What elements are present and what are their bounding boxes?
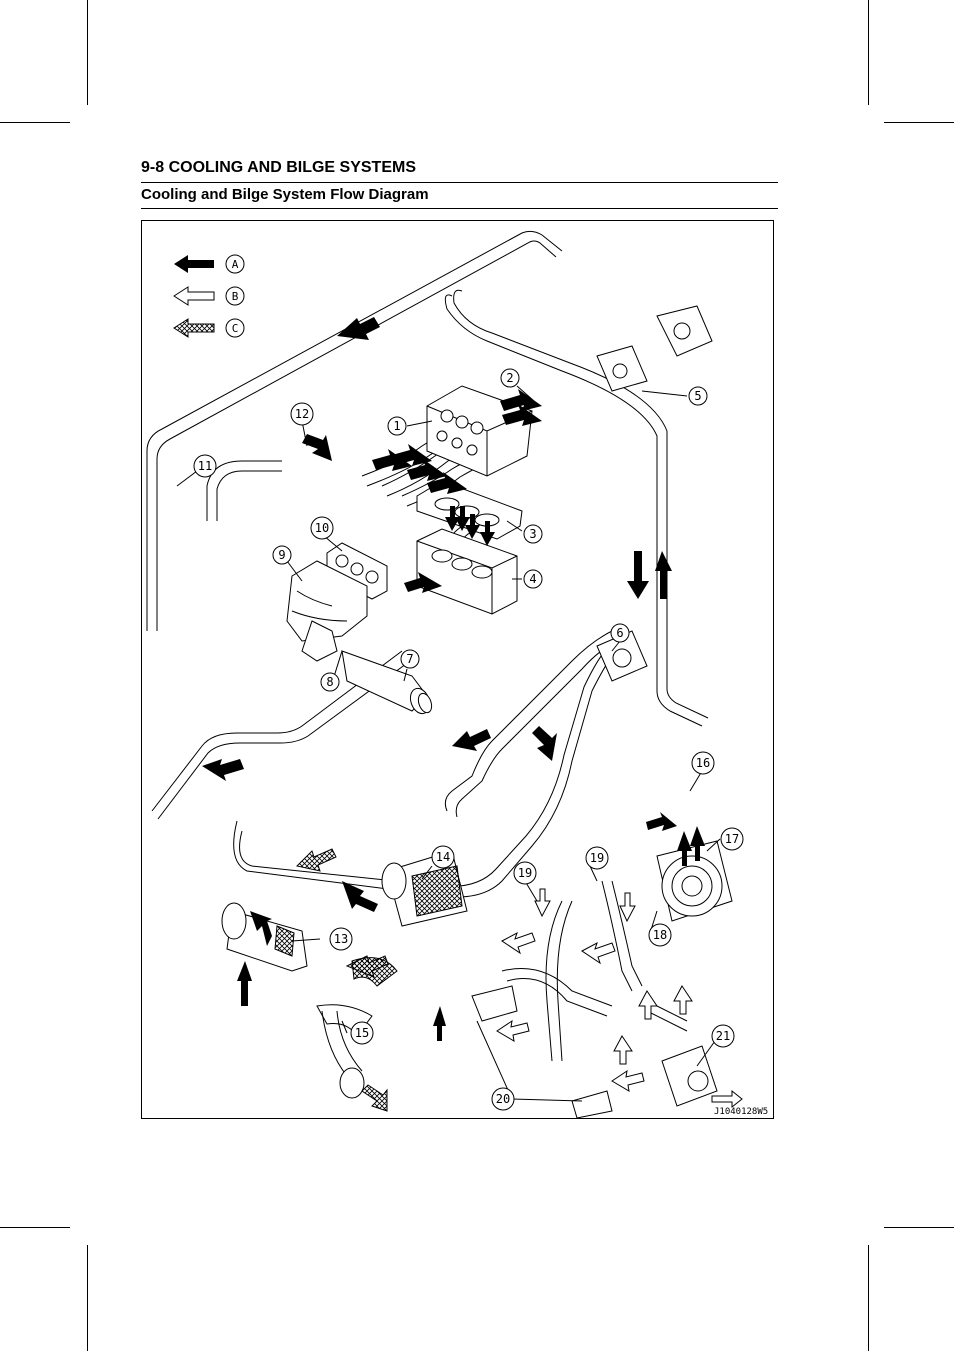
svg-text:18: 18 xyxy=(653,928,667,942)
water-box xyxy=(221,902,308,972)
callout: 1 xyxy=(387,416,407,436)
crop-mark xyxy=(884,122,954,123)
legend-label: C xyxy=(232,322,239,335)
callout: 4 xyxy=(523,569,543,589)
callout: 13 xyxy=(329,927,353,951)
svg-text:6: 6 xyxy=(616,626,623,640)
svg-text:15: 15 xyxy=(355,1026,369,1040)
callout: 15 xyxy=(350,1021,374,1045)
flow-arrows-crosshatch xyxy=(295,848,389,1112)
exhaust-manifold xyxy=(286,542,388,642)
svg-text:13: 13 xyxy=(334,932,348,946)
exhaust-pipe xyxy=(301,620,433,715)
pump-cover xyxy=(596,305,713,682)
svg-text:19: 19 xyxy=(590,851,604,865)
callout: 17 xyxy=(720,827,744,851)
callout: 3 xyxy=(523,524,543,544)
bilge-hoses xyxy=(501,880,688,1062)
legend: A B C xyxy=(173,254,245,338)
svg-text:17: 17 xyxy=(725,832,739,846)
svg-text:16: 16 xyxy=(696,756,710,770)
legend-arrow-hollow: B xyxy=(173,286,245,306)
callout: 5 xyxy=(688,386,708,406)
nozzle xyxy=(661,1045,718,1107)
figure-code: J1040128W5 C xyxy=(714,1107,773,1117)
leader-lines xyxy=(176,385,721,1102)
head-gasket xyxy=(416,480,523,540)
bilge-bracket xyxy=(471,985,613,1118)
callout: 18 xyxy=(648,923,672,947)
callout: 11 xyxy=(193,454,217,478)
callout: 2 xyxy=(500,368,520,388)
callout: 6 xyxy=(610,623,630,643)
callout: 12 xyxy=(290,402,314,426)
legend-arrow-solid: A xyxy=(174,254,245,274)
svg-text:14: 14 xyxy=(436,850,450,864)
svg-text:8: 8 xyxy=(326,675,333,689)
svg-text:9: 9 xyxy=(278,548,285,562)
callout: 16 xyxy=(691,751,715,775)
crop-mark xyxy=(0,1227,70,1228)
callout: 7 xyxy=(400,649,420,669)
callout: 10 xyxy=(310,516,334,540)
svg-text:3: 3 xyxy=(529,527,536,541)
crop-mark xyxy=(87,1245,88,1351)
callout: 21 xyxy=(711,1024,735,1048)
svg-text:20: 20 xyxy=(496,1092,510,1106)
callout: 20 xyxy=(491,1087,515,1111)
svg-text:4: 4 xyxy=(529,572,536,586)
crop-mark xyxy=(884,1227,954,1228)
flow-arrows-hollow xyxy=(496,888,743,1109)
resonator xyxy=(381,850,468,927)
callout: 8 xyxy=(320,672,340,692)
jet-pump xyxy=(656,840,733,922)
legend-label: B xyxy=(232,290,239,303)
callout: 19 xyxy=(513,861,537,885)
page-title: Cooling and Bilge System Flow Diagram xyxy=(141,183,778,209)
svg-text:5: 5 xyxy=(694,389,701,403)
svg-text:21: 21 xyxy=(716,1029,730,1043)
svg-text:11: 11 xyxy=(198,459,212,473)
svg-text:12: 12 xyxy=(295,407,309,421)
flow-diagram: A B C xyxy=(146,230,773,1118)
callouts: 1 2 3 4 5 6 7 8 9 10 11 12 13 14 15 16 1… xyxy=(193,368,744,1111)
crop-mark xyxy=(87,0,88,105)
callout: 9 xyxy=(272,545,292,565)
svg-text:10: 10 xyxy=(315,521,329,535)
svg-text:19: 19 xyxy=(518,866,532,880)
legend-arrow-crosshatch: C xyxy=(173,318,245,338)
page-header: 9-8 COOLING AND BILGE SYSTEMS Cooling an… xyxy=(141,158,778,209)
crop-mark xyxy=(868,1245,869,1351)
cylinder-block xyxy=(416,528,518,615)
callout: 14 xyxy=(431,845,455,869)
svg-text:2: 2 xyxy=(506,371,513,385)
diagram-frame: A B C xyxy=(141,220,774,1119)
crop-mark xyxy=(868,0,869,105)
flow-arrows-solid xyxy=(202,317,705,1041)
svg-text:7: 7 xyxy=(406,652,413,666)
svg-text:1: 1 xyxy=(393,419,400,433)
section-title: 9-8 COOLING AND BILGE SYSTEMS xyxy=(141,158,778,183)
callout: 19 xyxy=(585,846,609,870)
legend-label: A xyxy=(232,258,239,271)
crop-mark xyxy=(0,122,70,123)
